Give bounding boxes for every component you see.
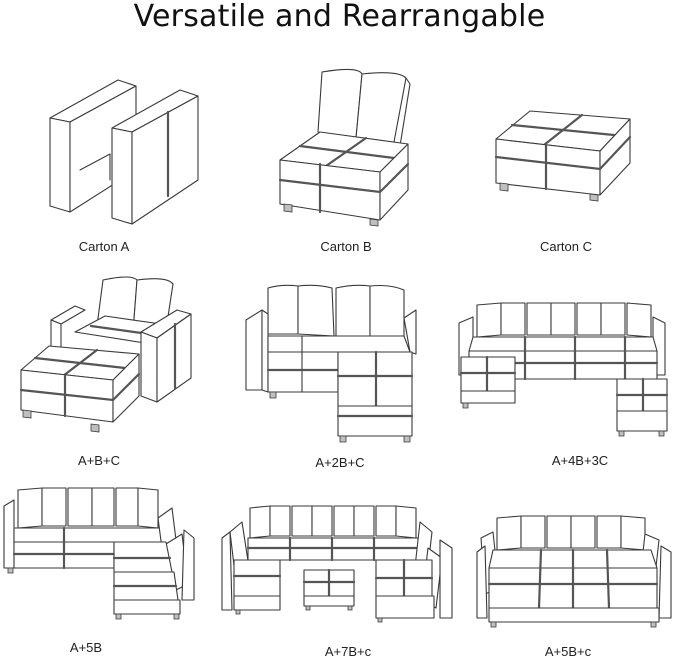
config-a-5b-illustration	[3, 487, 195, 620]
carton-c-illustration	[494, 110, 632, 202]
caption-a-5b: A+5B	[69, 640, 103, 655]
caption-a-5b-c: A+5B+c	[544, 644, 592, 659]
carton-b-illustration	[278, 68, 411, 227]
page-title: Versatile and Rearrangable	[133, 0, 546, 34]
config-a-5b-c-illustration	[476, 515, 672, 628]
config-a-2b-c-illustration	[245, 284, 417, 443]
caption-a-b-c: A+B+C	[78, 453, 120, 468]
config-a-7b-c-illustration	[221, 505, 453, 623]
carton-a-illustration	[49, 79, 199, 225]
caption-carton-a: Carton A	[78, 239, 130, 254]
caption-carton-b: Carton B	[320, 239, 372, 254]
caption-a-2b-c: A+2B+C	[315, 455, 365, 470]
config-a-b-c-illustration	[19, 276, 192, 433]
caption-a-4b-3c: A+4B+3C	[551, 453, 609, 468]
config-a-4b-3c-illustration	[458, 302, 669, 437]
caption-carton-c: Carton C	[539, 239, 593, 254]
caption-a-7b-c: A+7B+c	[324, 644, 372, 659]
